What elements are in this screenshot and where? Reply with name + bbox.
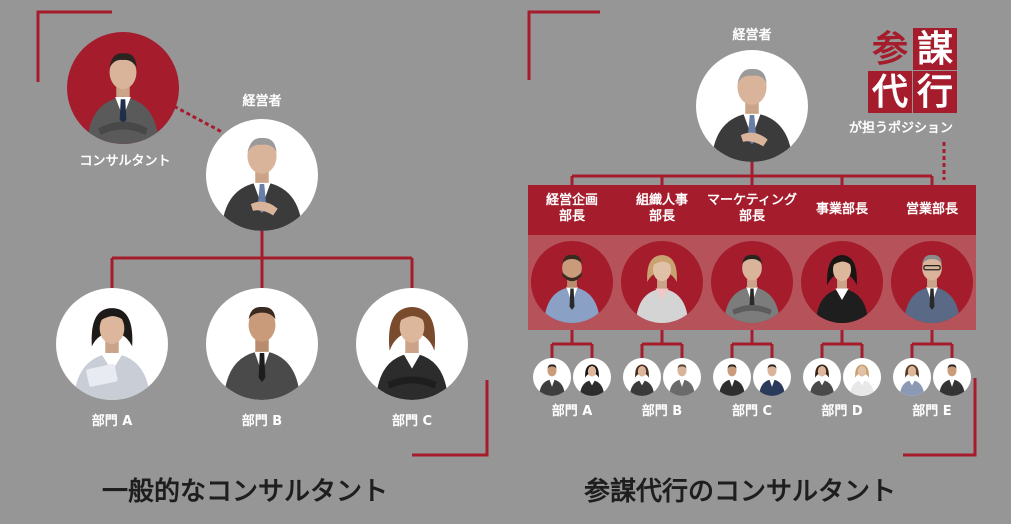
staff-avatar	[933, 358, 971, 396]
department-a-avatar	[56, 288, 168, 400]
dotted-connector	[167, 101, 223, 134]
head-3-line-1: マーケティング	[707, 193, 797, 208]
executive-label: 経営者	[242, 94, 282, 109]
left-tree-lines	[110, 230, 414, 292]
right-title: 参謀代行のコンサルタント	[584, 477, 897, 507]
staff-avatar	[843, 358, 881, 396]
corner-bracket	[412, 380, 489, 457]
person-icon	[939, 364, 965, 396]
head-3-avatar	[711, 241, 793, 323]
head-5-avatar	[891, 241, 973, 323]
logo-char: 謀	[913, 28, 957, 70]
head-5-line-1: 営業部長	[905, 202, 958, 217]
person-icon	[809, 364, 835, 396]
logo-char: 行	[913, 71, 957, 113]
head-5-label: 営業部長	[890, 202, 974, 218]
head-2-avatar	[621, 241, 703, 323]
department-a-label: 部門 A	[551, 404, 593, 419]
staff-avatar	[803, 358, 841, 396]
person-icon	[849, 364, 875, 396]
department-b-label: 部門 B	[641, 404, 683, 419]
consultant-label: コンサルタント	[79, 154, 171, 169]
department-e-label: 部門 E	[912, 404, 952, 419]
person-icon	[815, 254, 869, 323]
head-2-line-1: 組織人事	[635, 193, 688, 208]
department-c-label: 部門 C	[731, 404, 773, 419]
head-2-line-2: 部長	[648, 209, 675, 224]
executive-avatar	[696, 50, 808, 162]
corner-bracket	[903, 378, 977, 457]
person-icon	[223, 306, 301, 400]
head-4-label: 事業部長	[800, 202, 884, 218]
staff-avatar	[753, 358, 791, 396]
person-icon	[87, 53, 159, 144]
staff-avatar	[893, 358, 931, 396]
staff-avatar	[573, 358, 611, 396]
person-icon	[376, 307, 448, 400]
sanbou-daikou-logo: 参 謀 代 行	[868, 28, 958, 114]
person-icon	[711, 68, 793, 162]
right-sub-lines	[550, 330, 954, 358]
department-d-label: 部門 D	[821, 404, 863, 419]
department-c-label: 部門 C	[391, 414, 433, 429]
head-1-line-2: 部長	[558, 209, 585, 224]
executive-avatar	[206, 119, 318, 231]
person-icon	[629, 364, 655, 396]
person-icon	[899, 364, 925, 396]
department-a-label: 部門 A	[91, 414, 133, 429]
logo-caption: が担うポジション	[848, 121, 953, 136]
head-4-line-1: 事業部長	[815, 202, 868, 217]
staff-avatar	[623, 358, 661, 396]
left-title: 一般的なコンサルタント	[102, 477, 389, 507]
head-1-label: 経営企画 部長	[530, 193, 614, 225]
department-head-bar	[528, 185, 976, 235]
right-tree-lines	[570, 160, 934, 186]
head-3-line-2: 部長	[738, 209, 765, 224]
consultant-avatar	[67, 32, 179, 144]
staff-avatar	[533, 358, 571, 396]
staff-avatar	[663, 358, 701, 396]
person-icon	[544, 254, 600, 323]
head-1-avatar	[531, 241, 613, 323]
logo-char: 代	[868, 71, 912, 113]
corner-bracket	[527, 10, 600, 80]
person-icon	[669, 364, 695, 396]
person-icon	[579, 364, 605, 396]
person-icon	[904, 254, 960, 323]
person-icon	[724, 254, 780, 323]
person-icon	[221, 137, 303, 231]
department-b-avatar	[206, 288, 318, 400]
person-icon	[73, 308, 151, 400]
staff-avatar	[713, 358, 751, 396]
department-c-avatar	[356, 288, 468, 400]
head-2-label: 組織人事 部長	[620, 193, 704, 225]
head-4-avatar	[801, 241, 883, 323]
person-icon	[539, 364, 565, 396]
logo-char: 参	[868, 28, 912, 70]
corner-bracket	[36, 10, 112, 82]
person-icon	[635, 254, 689, 323]
head-1-line-1: 経営企画	[545, 193, 598, 208]
person-icon	[759, 364, 785, 396]
department-b-label: 部門 B	[241, 414, 283, 429]
executive-label: 経営者	[732, 28, 772, 43]
person-icon	[719, 364, 745, 396]
head-3-label: マーケティング 部長	[700, 193, 804, 225]
